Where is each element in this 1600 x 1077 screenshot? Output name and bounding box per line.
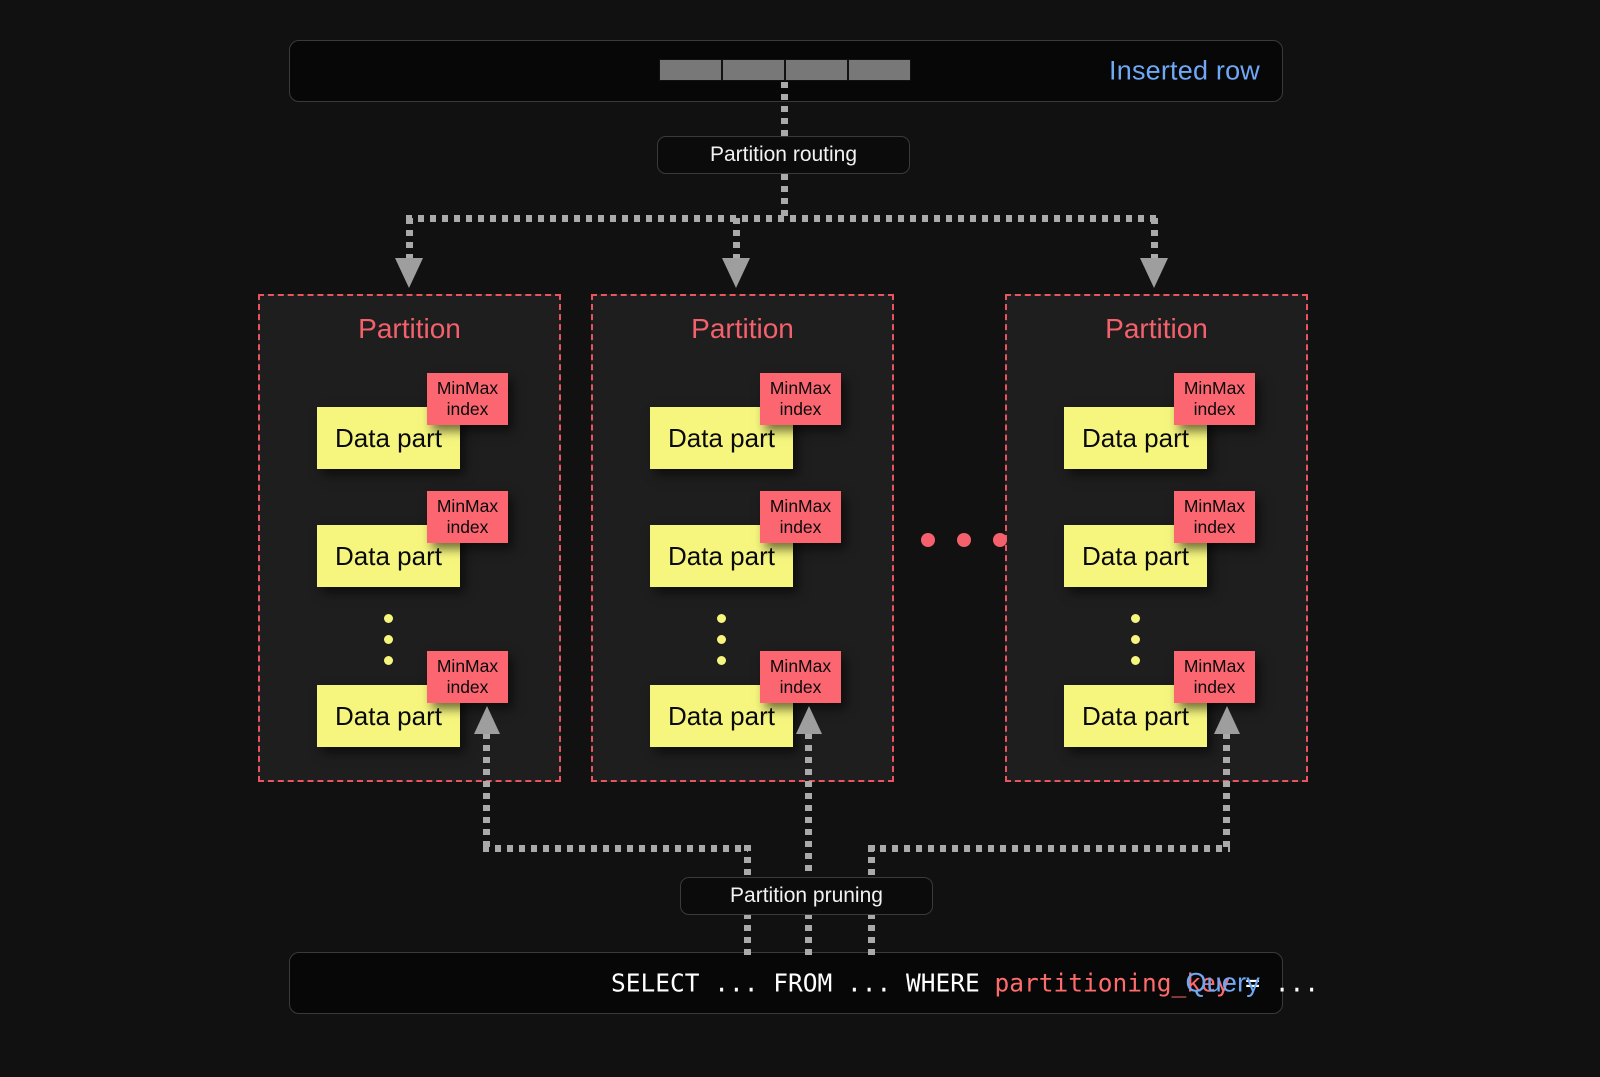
connector-bus-to-partition-2 [733, 218, 740, 266]
minmax-index-box[interactable]: MinMax index [427, 651, 508, 703]
query-band: SELECT ... FROM ... WHERE partitioning_k… [289, 952, 1319, 1014]
ellipsis-dot [384, 614, 393, 623]
connector-prune-horizontal-right [868, 845, 1230, 852]
data-part-box[interactable]: Data part [1064, 685, 1207, 747]
ellipsis-dot [1131, 635, 1140, 644]
arrow-up-partition-2 [796, 706, 822, 734]
ellipsis-dot [921, 533, 935, 547]
arrow-down-partition-3 [1140, 258, 1168, 288]
row-cell [848, 59, 911, 81]
ellipsis-dot [717, 614, 726, 623]
minmax-index-line1: MinMax [769, 656, 832, 677]
connector-prune-up-2 [805, 733, 812, 881]
minmax-index-line1: MinMax [436, 378, 499, 399]
ellipsis-dot [1131, 614, 1140, 623]
data-part-box[interactable]: Data part [317, 525, 460, 587]
ellipsis-dot [993, 533, 1007, 547]
minmax-index-line2: index [446, 677, 489, 697]
query-sql-keyword: partitioning_key [994, 968, 1231, 998]
data-parts-ellipsis [1131, 614, 1140, 665]
connector-routing-to-bus [781, 174, 788, 218]
minmax-index-box[interactable]: MinMax index [760, 373, 841, 425]
connector-row-to-routing [781, 82, 788, 138]
partition-routing-box[interactable]: Partition routing [657, 136, 910, 174]
inserted-row-cells [659, 59, 911, 81]
arrow-down-partition-2 [722, 258, 750, 288]
minmax-index-line2: index [446, 399, 489, 419]
query-sql-suffix: = ... [1230, 968, 1320, 998]
data-parts-ellipsis [717, 614, 726, 665]
minmax-index-line1: MinMax [1183, 378, 1246, 399]
query-sql-prefix: SELECT ... FROM ... WHERE [611, 968, 995, 998]
ellipsis-dot [384, 635, 393, 644]
query-label: Query [1185, 967, 1260, 998]
partition-box-3[interactable]: Partition MinMax index Data part MinMax … [1005, 294, 1308, 782]
ellipsis-dot [957, 533, 971, 547]
partitions-ellipsis [921, 533, 1007, 547]
connector-prune-out-3 [868, 913, 875, 955]
minmax-index-box[interactable]: MinMax index [427, 491, 508, 543]
minmax-index-box[interactable]: MinMax index [760, 491, 841, 543]
minmax-index-line2: index [779, 399, 822, 419]
minmax-index-line2: index [1193, 677, 1236, 697]
minmax-index-line2: index [1193, 517, 1236, 537]
partition-box-1[interactable]: Partition MinMax index Data part MinMax … [258, 294, 561, 782]
partition-routing-label: Partition routing [709, 143, 858, 166]
minmax-index-box[interactable]: MinMax index [1174, 651, 1255, 703]
minmax-index-line2: index [446, 517, 489, 537]
row-cell [659, 59, 722, 81]
arrow-up-partition-1 [474, 706, 500, 734]
minmax-index-box[interactable]: MinMax index [1174, 491, 1255, 543]
minmax-index-line1: MinMax [1183, 496, 1246, 517]
arrow-up-partition-3 [1214, 706, 1240, 734]
data-part-box[interactable]: Data part [317, 685, 460, 747]
connector-prune-horizontal-left [483, 845, 748, 852]
connector-bus-to-partition-1 [406, 218, 413, 266]
minmax-index-box[interactable]: MinMax index [1174, 373, 1255, 425]
connector-bus-to-partition-3 [1151, 218, 1158, 266]
partition-title: Partition [358, 313, 461, 344]
arrow-down-partition-1 [395, 258, 423, 288]
minmax-index-box[interactable]: MinMax index [760, 651, 841, 703]
minmax-index-line1: MinMax [436, 496, 499, 517]
row-cell [785, 59, 848, 81]
query-sql-text: SELECT ... FROM ... WHERE partitioning_k… [611, 969, 1319, 998]
connector-prune-out-2 [805, 913, 812, 955]
partition-pruning-label: Partition pruning [730, 884, 883, 907]
partition-title: Partition [691, 313, 794, 344]
connector-prune-drop-3 [868, 845, 875, 881]
ellipsis-dot [384, 656, 393, 665]
partition-box-2[interactable]: Partition MinMax index Data part MinMax … [591, 294, 894, 782]
inserted-row-label: Inserted row [1109, 55, 1260, 86]
minmax-index-line1: MinMax [769, 378, 832, 399]
ellipsis-dot [1131, 656, 1140, 665]
connector-prune-up-3 [1223, 733, 1230, 848]
connector-prune-up-1 [483, 733, 490, 848]
minmax-index-line1: MinMax [436, 656, 499, 677]
connector-prune-out-1 [744, 913, 751, 955]
ellipsis-dot [717, 635, 726, 644]
minmax-index-box[interactable]: MinMax index [427, 373, 508, 425]
minmax-index-line1: MinMax [769, 496, 832, 517]
minmax-index-line1: MinMax [1183, 656, 1246, 677]
data-parts-ellipsis [384, 614, 393, 665]
connector-prune-drop-1 [744, 845, 751, 881]
minmax-index-line2: index [779, 517, 822, 537]
ellipsis-dot [717, 656, 726, 665]
row-cell [722, 59, 785, 81]
partition-pruning-box[interactable]: Partition pruning [680, 877, 933, 915]
minmax-index-line2: index [779, 677, 822, 697]
minmax-index-line2: index [1193, 399, 1236, 419]
partition-title: Partition [1105, 313, 1208, 344]
routing-bus-line [406, 215, 1158, 222]
